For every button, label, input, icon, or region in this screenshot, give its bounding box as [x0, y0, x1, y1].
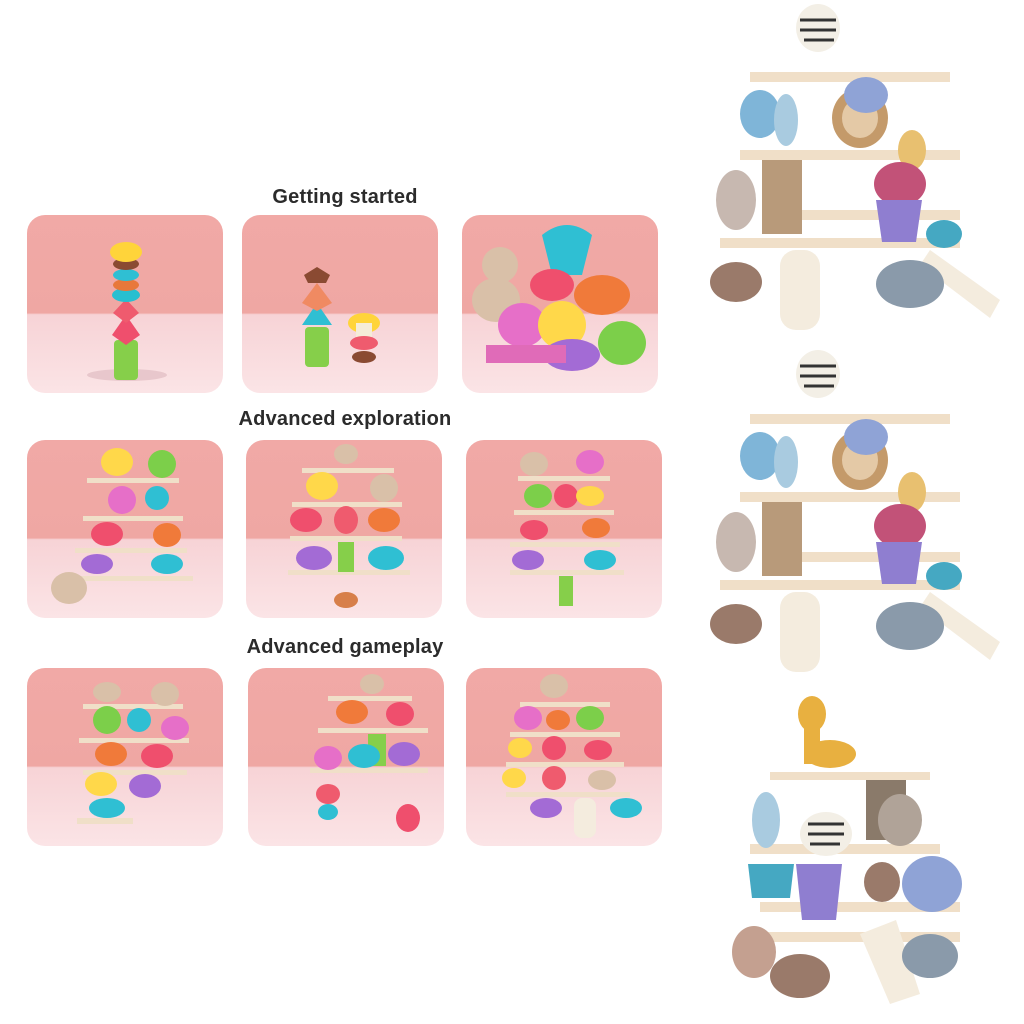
photo-dinosaur-balance-2	[248, 668, 444, 846]
photo-animal-stack-zebra-top	[700, 0, 1020, 330]
section-title-advanced-gameplay: Advanced gameplay	[246, 636, 444, 658]
photo-blocks-and-mushroom	[242, 215, 438, 393]
photo-dinosaur-stack-3	[466, 440, 662, 618]
photo-animal-stack-giraffe-top	[700, 684, 1020, 1014]
photo-dinosaur-pile	[462, 215, 658, 393]
photo-dinosaur-balance-3	[466, 668, 662, 846]
photo-stacked-blocks-tower	[27, 215, 223, 393]
photo-dinosaur-stack-2	[246, 440, 442, 618]
photo-dinosaur-balance-1	[27, 668, 223, 846]
photo-dinosaur-stack-1	[27, 440, 223, 618]
section-title-getting-started: Getting started	[272, 186, 418, 208]
section-title-advanced-exploration: Advanced exploration	[238, 408, 452, 430]
photo-animal-stack-zebra-top-2	[700, 342, 1020, 672]
